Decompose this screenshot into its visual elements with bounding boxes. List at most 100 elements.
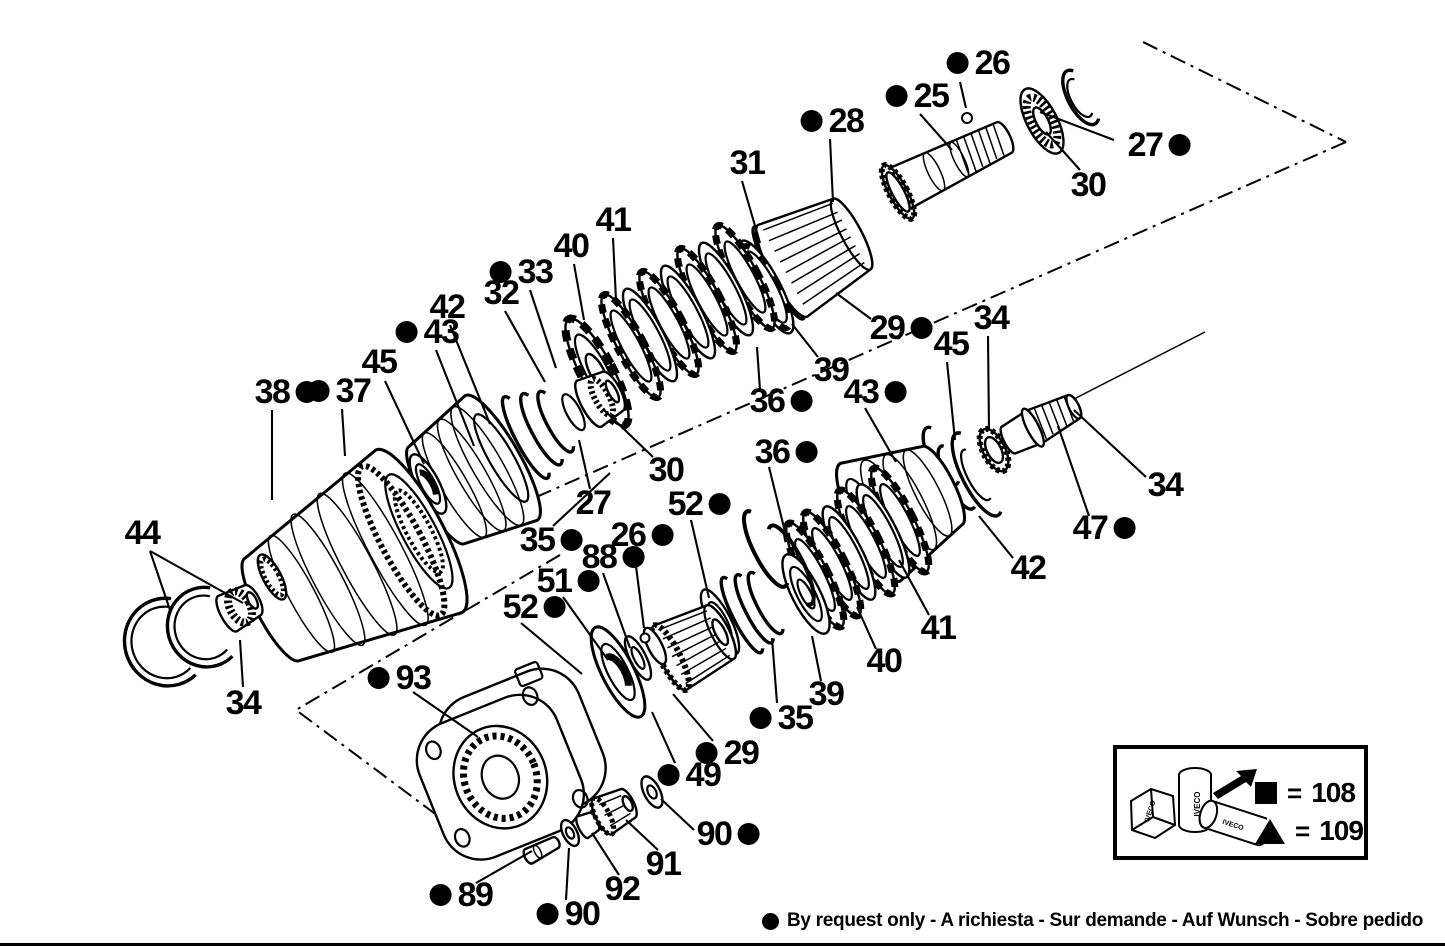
part-number: 25: [913, 77, 950, 115]
part-label-49: 49: [657, 756, 722, 794]
request-dot-icon: [651, 524, 674, 546]
leader-line-40-lower: [856, 606, 877, 650]
ring-stack-33-32: [500, 389, 586, 481]
part-label-26-lower: 26: [611, 518, 674, 552]
part-label-28: 28: [800, 104, 865, 138]
leader-line-39-lower: [810, 635, 823, 682]
part-number: 88: [581, 538, 618, 576]
output-shaft: [999, 393, 1083, 455]
part-number: 39: [813, 351, 850, 389]
leader-line-33: [529, 289, 557, 369]
part-label-43-lower: 43: [844, 375, 907, 409]
part-label-36-upper: 36: [750, 384, 813, 418]
snap-ring-36b: [766, 523, 816, 607]
request-dot-icon: [800, 110, 823, 132]
chain-boundary-lines: [294, 41, 1347, 826]
part-number: 49: [685, 756, 722, 794]
leader-line-36-upper: [755, 346, 762, 391]
part-number: 33: [517, 253, 554, 291]
part-number: 44: [124, 514, 161, 552]
leader-line-34-hub: [238, 639, 245, 688]
part-label-27-upper: 27: [1128, 128, 1191, 162]
part-label-35-mid: 35: [520, 523, 583, 557]
part-label-51: 51: [537, 564, 600, 598]
request-dot-icon: [910, 317, 933, 339]
part-number: 35: [519, 521, 556, 559]
package-label-1: IVECO: [1193, 792, 1202, 817]
clutch-gear-28: [751, 197, 874, 321]
part-number: 41: [920, 609, 957, 647]
part-label-32: 32: [484, 276, 520, 310]
part-number: 27: [1127, 126, 1164, 164]
leader-line-34-right: [1073, 409, 1147, 478]
leader-line-36-lower: [767, 466, 789, 541]
leader-line-49: [651, 711, 676, 764]
legend-box: IVECO IVECO IVECO = 108 = 109: [1113, 745, 1368, 860]
clutch-pack-upper-41: [597, 221, 779, 402]
part-label-25: 25: [885, 77, 950, 115]
leader-line-27-mid: [577, 439, 592, 490]
part-number: 45: [361, 343, 398, 381]
leader-line-43-upper: [435, 349, 475, 447]
leader-line-52-right: [689, 519, 711, 599]
leader-line-90-right: [660, 798, 695, 831]
request-dot-icon: [543, 596, 566, 618]
part-label-43-upper: 43: [395, 313, 460, 351]
part-number: 42: [429, 288, 466, 326]
part-label-42-upper: 42: [429, 288, 466, 326]
upper-shaft-assembly: [122, 68, 1101, 688]
packaging-illustration: IVECO IVECO IVECO: [1129, 767, 1272, 847]
request-dot-icon: [762, 912, 779, 930]
part-number: 52: [502, 588, 539, 626]
request-dot-icon: [1113, 517, 1136, 539]
shaft-gear: [878, 162, 918, 222]
request-dot-icon: [737, 823, 760, 845]
request-dot-icon: [1168, 134, 1191, 156]
part-label-42-lower: 42: [1011, 551, 1047, 585]
part-number: 43: [423, 313, 460, 351]
leader-line-32: [504, 310, 546, 383]
part-number: 34: [973, 299, 1010, 337]
leader-line-42-upper: [449, 324, 491, 425]
part-number: 39: [808, 675, 845, 713]
request-dot-icon: [695, 742, 718, 764]
part-number: 26: [974, 44, 1011, 82]
part-label-39-upper: 39: [813, 351, 850, 389]
request-dot-icon: [489, 261, 512, 283]
request-dot-icon: [946, 52, 969, 74]
spring-cup-39: [781, 553, 831, 635]
pilot-bearing: [256, 553, 288, 601]
detent-ball-26-lower: [639, 632, 651, 644]
lower-shaft-assembly: [589, 331, 1206, 719]
request-only-caption: By request only - A richiesta - Sur dema…: [762, 910, 1423, 932]
part-number: 52: [667, 485, 704, 523]
leader-line-43-lower: [864, 407, 897, 463]
planet-pinion-91: [589, 787, 638, 837]
request-dot-icon: [885, 85, 908, 107]
part-label-34-top: 34: [973, 299, 1010, 337]
part-label-92: 92: [605, 872, 641, 906]
part-number: 31: [729, 144, 766, 182]
part-label-41-lower: 41: [920, 609, 957, 647]
part-number: 40: [866, 642, 903, 680]
request-dot-icon: [708, 493, 731, 515]
request-dot-icon: [884, 381, 907, 403]
leader-line-41-lower: [898, 559, 930, 616]
part-number: 37: [335, 372, 372, 410]
equals-sign: =: [1295, 815, 1310, 846]
part-label-89: 89: [429, 878, 494, 912]
part-label-36-lower: 36: [755, 435, 818, 469]
request-dot-icon: [795, 441, 818, 463]
part-number: 90: [696, 815, 733, 853]
leader-line-47: [1057, 425, 1090, 517]
request-dot-icon: [429, 884, 452, 906]
part-number: 90: [564, 895, 601, 933]
leader-line-91: [625, 819, 659, 851]
axis-line: [1071, 331, 1206, 401]
part-number: 27: [575, 484, 612, 522]
part-label-26-upper: 26: [946, 44, 1011, 82]
request-dot-icon: [790, 390, 813, 412]
leader-line-27-upper: [1039, 111, 1115, 141]
